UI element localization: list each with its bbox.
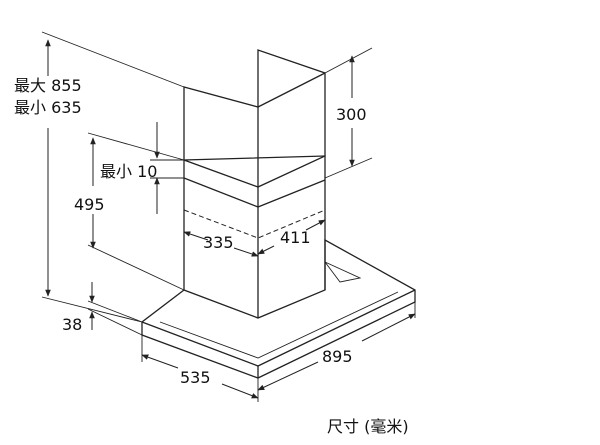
chimney-width-label: 411 <box>280 228 311 247</box>
canopy-depth-label: 535 <box>180 368 211 387</box>
top-height-label: 300 <box>336 105 367 124</box>
max-height-label: 最大 855 <box>14 76 82 95</box>
cover-height-label: 495 <box>74 195 105 214</box>
canopy-width-label: 895 <box>322 347 353 366</box>
canopy <box>141 238 416 379</box>
units-caption: 尺寸 (毫米) <box>327 417 409 436</box>
canopy-height-label: 38 <box>62 315 82 334</box>
dimension-lines <box>41 31 416 402</box>
hood-outline <box>141 49 416 379</box>
min-gap-label: 最小 10 <box>100 162 157 181</box>
upper-chimney <box>183 49 326 188</box>
min-height-label: 最小 635 <box>14 98 82 117</box>
chimney-depth-label: 335 <box>203 233 234 252</box>
